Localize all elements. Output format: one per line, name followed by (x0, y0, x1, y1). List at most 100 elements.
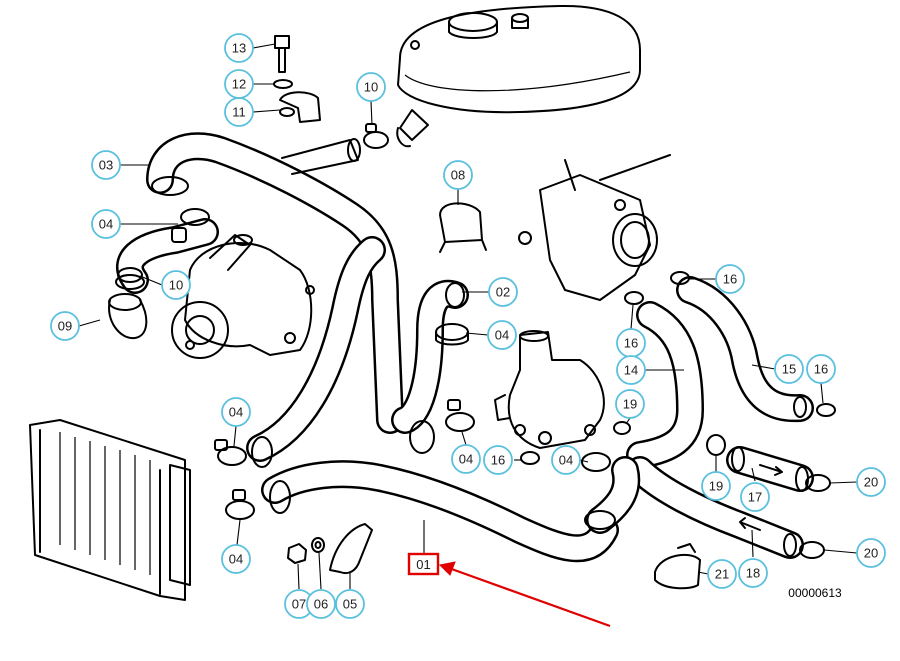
callout-13: 13 (224, 33, 254, 63)
svg-text:07: 07 (292, 597, 306, 612)
clamp-04-upper (171, 208, 210, 243)
callout-11: 11 (224, 97, 254, 127)
svg-text:18: 18 (746, 566, 760, 581)
callout-04-radiator-lower: 04 (221, 544, 251, 574)
clamp-04-center (445, 399, 475, 432)
callout-leaders (78, 43, 858, 590)
clamp-16-right (816, 403, 836, 417)
svg-text:05: 05 (343, 597, 357, 612)
svg-text:16: 16 (491, 453, 505, 468)
clamp-19-lower (706, 434, 726, 456)
hose-15 (676, 276, 814, 423)
clamp-04-thermostat (581, 452, 611, 472)
clamp-08 (439, 202, 487, 253)
svg-text:19: 19 (623, 397, 637, 412)
callout-04-center: 04 (451, 444, 481, 474)
clamp-04-mid (435, 323, 469, 346)
callout-10-upper: 10 (356, 72, 386, 102)
callout-07: 07 (284, 589, 314, 619)
callout-04-upper: 04 (91, 209, 121, 239)
callout-20-upper: 20 (856, 467, 886, 497)
water-pump (171, 234, 315, 359)
hose-17 (726, 446, 814, 492)
svg-text:04: 04 (99, 217, 113, 232)
svg-text:03: 03 (99, 158, 113, 173)
callout-02: 02 (488, 277, 518, 307)
svg-text:04: 04 (229, 405, 243, 420)
callout-16-lower: 16 (483, 445, 513, 475)
callout-04-radiator-upper: 04 (221, 397, 251, 427)
callout-16-throttle: 16 (715, 264, 745, 294)
reference-number: 00000613 (788, 586, 842, 600)
callout-16-right: 16 (806, 354, 836, 384)
callouts: 13 12 11 10 03 08 04 10 02 16 09 04 16 1… (50, 33, 886, 619)
svg-text:16: 16 (723, 272, 737, 287)
callout-17: 17 (740, 482, 770, 512)
hose-09 (108, 293, 148, 340)
highlighted-part-label[interactable]: 01 (407, 552, 440, 576)
washer-06 (311, 537, 325, 553)
clamp-20-lower (799, 541, 825, 559)
svg-text:04: 04 (559, 453, 573, 468)
bolt-13 (274, 35, 290, 73)
clamp-04-radiator-lower (225, 489, 255, 520)
clamp-04-radiator-upper (214, 439, 247, 466)
hose-01 (261, 460, 619, 563)
svg-text:02: 02 (496, 285, 510, 300)
callout-18: 18 (738, 558, 768, 588)
callout-08: 08 (443, 160, 473, 190)
washer-12 (273, 79, 293, 89)
clamp-16-throttle (624, 271, 690, 305)
svg-text:10: 10 (169, 278, 183, 293)
svg-text:17: 17 (748, 490, 762, 505)
callout-04-mid: 04 (487, 320, 517, 350)
callout-14: 14 (616, 355, 646, 385)
callout-19-upper: 19 (615, 389, 645, 419)
callout-06: 06 (306, 589, 336, 619)
hose-14 (626, 301, 704, 469)
expansion-tank (396, 4, 641, 148)
bracket-05 (329, 523, 373, 575)
svg-text:20: 20 (864, 546, 878, 561)
svg-text:04: 04 (495, 328, 509, 343)
thermostat-housing (494, 330, 605, 449)
svg-text:08: 08 (451, 168, 465, 183)
svg-text:11: 11 (232, 105, 246, 120)
callout-12: 12 (224, 69, 254, 99)
svg-text:01: 01 (416, 557, 430, 572)
svg-text:15: 15 (782, 362, 796, 377)
callout-10-lower: 10 (161, 270, 191, 300)
svg-text:21: 21 (715, 567, 729, 582)
bracket-21 (654, 543, 701, 590)
throttle-body (518, 154, 671, 301)
callout-20-lower: 20 (856, 538, 886, 568)
callout-04-thermostat: 04 (551, 445, 581, 475)
hose-radiator-upper (246, 236, 386, 468)
svg-text:14: 14 (624, 363, 638, 378)
callout-21: 21 (707, 559, 737, 589)
svg-text:16: 16 (624, 336, 638, 351)
bracket-11 (279, 91, 321, 123)
svg-text:04: 04 (459, 452, 473, 467)
svg-text:16: 16 (814, 362, 828, 377)
hose-thermostat-lower (584, 456, 641, 534)
svg-text:13: 13 (232, 41, 246, 56)
nut-07 (287, 543, 307, 564)
svg-text:19: 19 (709, 479, 723, 494)
clamp-19-upper (613, 421, 631, 435)
callout-15: 15 (774, 354, 804, 384)
clamp-16-lower (520, 451, 540, 465)
svg-text:12: 12 (232, 77, 246, 92)
svg-text:10: 10 (364, 80, 378, 95)
radiator (29, 419, 191, 601)
clamp-10-upper (363, 123, 389, 149)
svg-text:09: 09 (58, 319, 72, 334)
svg-text:06: 06 (314, 597, 328, 612)
hose-pump-to-clamp (115, 218, 219, 294)
svg-text:04: 04 (229, 552, 243, 567)
callout-09: 09 (50, 311, 80, 341)
hose-02 (391, 279, 469, 454)
callout-03: 03 (91, 150, 121, 180)
callout-16-mid: 16 (616, 328, 646, 358)
